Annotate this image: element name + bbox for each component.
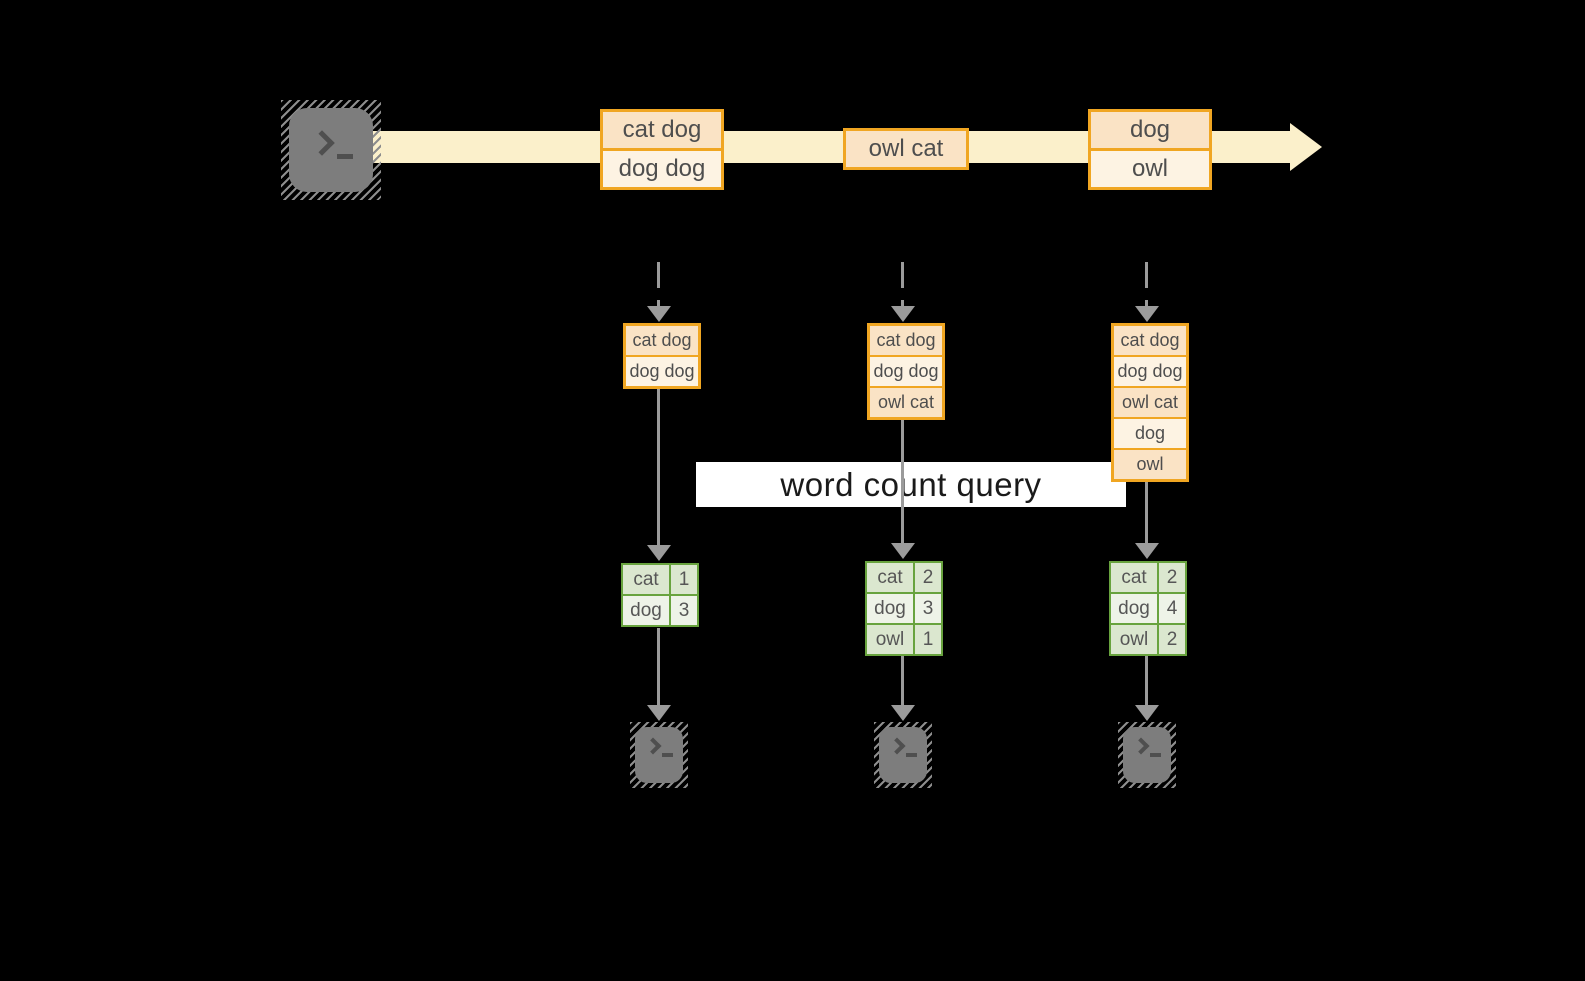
terminal-plate (635, 727, 683, 783)
word-count-row: cat 2 (1111, 563, 1185, 592)
word-cell: dog (867, 594, 915, 623)
word-count-table: cat 2 dog 3 owl 1 (865, 561, 943, 656)
arrow-head (1135, 543, 1159, 559)
buffered-event-row: dog dog (626, 355, 698, 386)
arrow-head (647, 545, 671, 561)
buffered-event-row: owl cat (870, 386, 942, 417)
buffered-events-box: cat dog dog dog (623, 323, 701, 389)
sink-terminal-icon (1118, 722, 1176, 788)
count-cell: 1 (915, 625, 941, 654)
count-cell: 4 (1159, 594, 1185, 623)
buffered-events-box: cat dog dog dog owl cat (867, 323, 945, 420)
arrow-line (657, 628, 660, 705)
stream-event-line: dog dog (603, 148, 721, 187)
word-count-table: cat 1 dog 3 (621, 563, 699, 627)
word-count-row: dog 3 (867, 592, 941, 623)
stream-event-box: dog owl (1088, 109, 1212, 190)
word-count-row: dog 4 (1111, 592, 1185, 623)
count-cell: 1 (671, 565, 697, 594)
word-cell: dog (623, 596, 671, 625)
prompt-dash-icon (662, 753, 673, 757)
arrow-head (891, 705, 915, 721)
word-count-row: owl 2 (1111, 623, 1185, 654)
arrow-line (901, 656, 904, 705)
dashed-arrow-head (891, 306, 915, 322)
word-count-row: owl 1 (867, 623, 941, 654)
prompt-dash-icon (1150, 753, 1161, 757)
stream-event-line: cat dog (603, 112, 721, 148)
word-cell: cat (1111, 563, 1159, 592)
chevron-right-icon (1132, 737, 1150, 755)
source-terminal-icon (281, 100, 381, 200)
arrow-head (647, 705, 671, 721)
buffered-event-row: owl (1114, 448, 1186, 479)
word-count-row: dog 3 (623, 594, 697, 625)
arrow-line (901, 420, 904, 543)
arrow-head (1135, 705, 1159, 721)
word-cell: owl (867, 625, 915, 654)
buffered-event-row: dog dog (870, 355, 942, 386)
chevron-right-icon (888, 737, 906, 755)
stream-event-line: owl cat (846, 131, 966, 167)
stream-event-line: owl (1091, 148, 1209, 187)
buffered-event-row: dog dog (1114, 355, 1186, 386)
terminal-plate (1123, 727, 1171, 783)
dashed-arrow-head (1135, 306, 1159, 322)
prompt-dash-icon (906, 753, 917, 757)
word-count-table: cat 2 dog 4 owl 2 (1109, 561, 1187, 656)
arrow-line (1145, 656, 1148, 705)
buffered-event-row: cat dog (626, 326, 698, 355)
word-cell: owl (1111, 625, 1159, 654)
query-banner: word count query (696, 462, 1126, 507)
buffered-event-row: owl cat (1114, 386, 1186, 417)
arrow-head (891, 543, 915, 559)
stream-event-box: owl cat (843, 128, 969, 170)
word-cell: cat (867, 563, 915, 592)
buffered-event-row: dog (1114, 417, 1186, 448)
count-cell: 2 (1159, 563, 1185, 592)
word-cell: cat (623, 565, 671, 594)
dashed-arrow-line (1145, 262, 1148, 306)
dashed-arrow-line (657, 262, 660, 306)
stream-arrowhead (1290, 123, 1322, 171)
chevron-right-icon (644, 737, 662, 755)
arrow-line (657, 389, 660, 545)
count-cell: 2 (1159, 625, 1185, 654)
stream-event-box: cat dog dog dog (600, 109, 724, 190)
buffered-events-box: cat dog dog dog owl cat dog owl (1111, 323, 1189, 482)
buffered-event-row: cat dog (1114, 326, 1186, 355)
stream-event-line: dog (1091, 112, 1209, 148)
dashed-arrow-line (901, 262, 904, 306)
terminal-plate (289, 108, 373, 192)
word-count-row: cat 2 (867, 563, 941, 592)
chevron-right-icon (309, 130, 335, 156)
word-count-row: cat 1 (623, 565, 697, 594)
count-cell: 3 (671, 596, 697, 625)
count-cell: 2 (915, 563, 941, 592)
word-cell: dog (1111, 594, 1159, 623)
sink-terminal-icon (874, 722, 932, 788)
dashed-arrow-head (647, 306, 671, 322)
terminal-plate (879, 727, 927, 783)
count-cell: 3 (915, 594, 941, 623)
arrow-line (1145, 482, 1148, 543)
prompt-dash-icon (337, 154, 353, 159)
sink-terminal-icon (630, 722, 688, 788)
buffered-event-row: cat dog (870, 326, 942, 355)
